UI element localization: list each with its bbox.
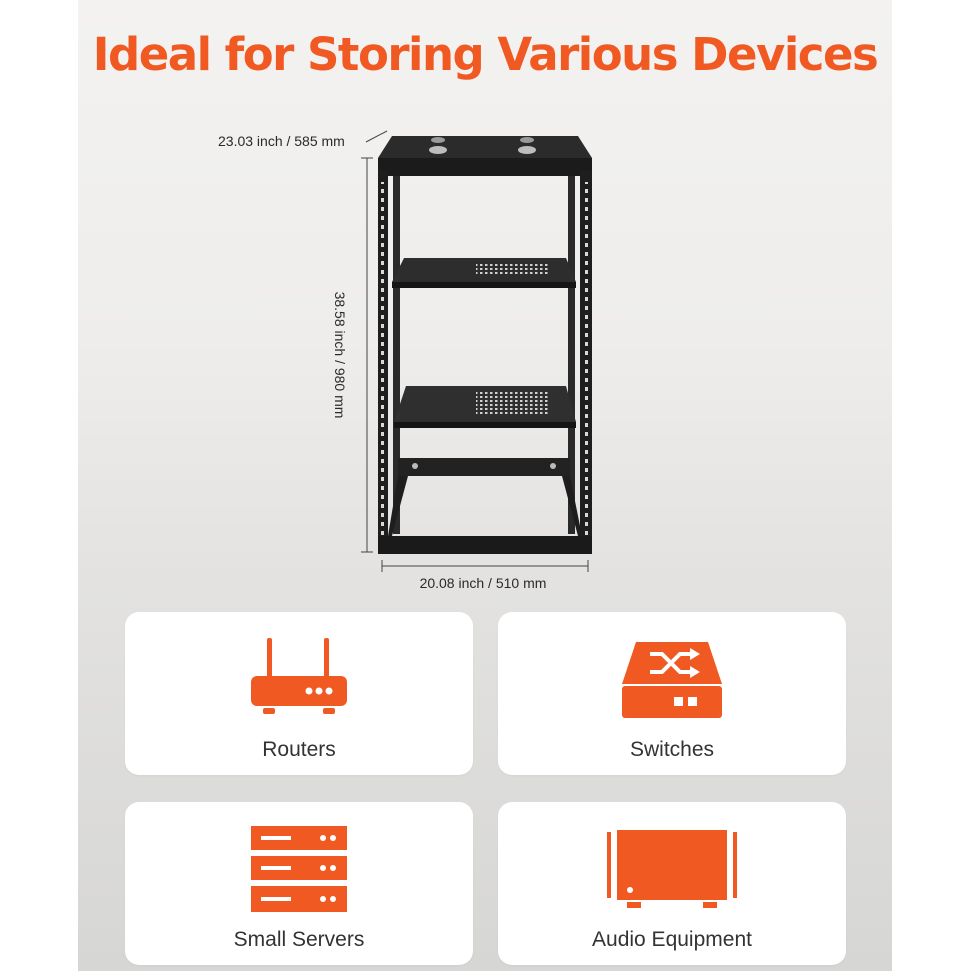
rack-front-bottom-bar [378,536,592,554]
rack-rear-bottom-bar [398,458,570,476]
height-dimension-label: 38.58 inch / 980 mm [332,291,348,419]
device-label-small-servers: Small Servers [233,928,365,951]
rack-top-surface [378,136,592,158]
rack-post-back-right [568,176,575,534]
router-icon [251,638,347,714]
dimension-lines [361,130,589,572]
device-card-small-servers: Small Servers [125,802,473,965]
width-dimension-label: 20.08 inch / 510 mm [419,575,547,591]
network-switch-icon [622,642,722,718]
depth-dimension-label: 23.03 inch / 585 mm [218,133,345,149]
server-icon [251,826,347,912]
rack-post-back-left [393,176,400,534]
rack-illustration [361,130,592,572]
device-label-routers: Routers [262,738,336,761]
device-label-audio-equipment: Audio Equipment [592,928,752,951]
device-card-audio-equipment: Audio Equipment [498,802,846,965]
audio-amplifier-icon [607,830,737,908]
device-label-switches: Switches [629,738,715,761]
rack-top-frame [378,158,592,176]
device-card-routers: Routers [125,612,473,775]
device-card-switches: Switches [498,612,846,775]
page-title: Ideal for Storing Various Devices [92,28,879,81]
